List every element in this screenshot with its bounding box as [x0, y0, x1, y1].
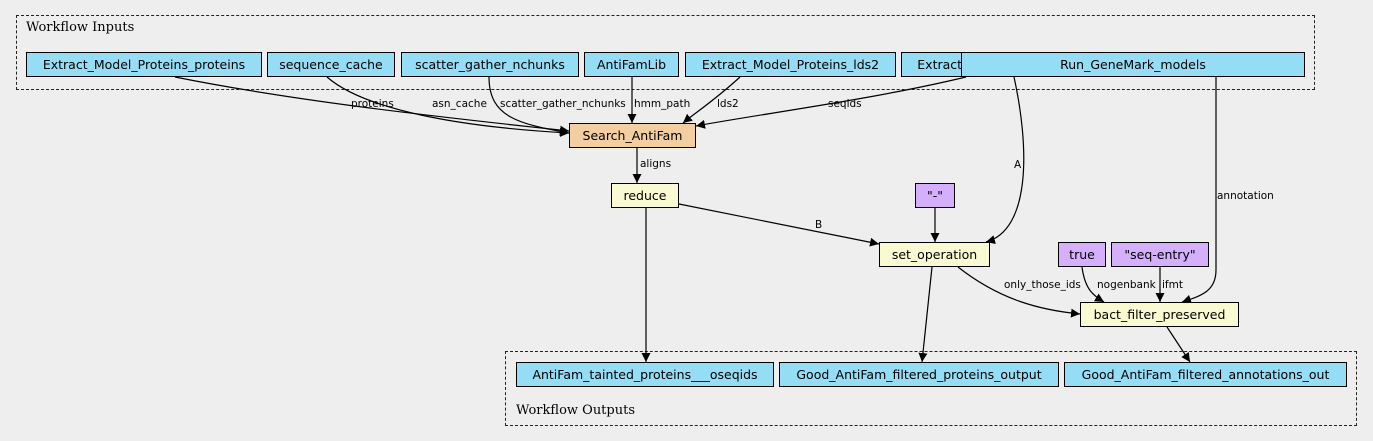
- literal-true[interactable]: true: [1058, 242, 1106, 267]
- input-extract-model-proteins-lds2[interactable]: Extract_Model_Proteins_lds2: [685, 52, 896, 77]
- edge-bact_filter-to-out_good_annotations: [1166, 326, 1191, 363]
- input-run-genemark-models[interactable]: Run_GeneMark_models: [961, 52, 1305, 77]
- input-scatter-gather-nchunks[interactable]: scatter_gather_nchunks: [401, 52, 579, 77]
- workflow-inputs-label: Workflow Inputs: [26, 20, 135, 35]
- edge-in_scatter-to-search_antifam: [488, 76, 570, 136]
- expression-bact-filter-preserved[interactable]: bact_filter_preserved: [1080, 302, 1239, 327]
- edge-label-only_those_ids: only_those_ids: [1004, 279, 1081, 291]
- workflow-outputs-label: Workflow Outputs: [516, 403, 635, 418]
- edge-label-lds2: lds2: [717, 98, 739, 110]
- edge-in_seqids-to-search_antifam: [695, 76, 967, 129]
- edge-in_seqids-to-set_operation: [985, 76, 1025, 244]
- edge-in_sequence_cache-to-search_antifam: [326, 76, 570, 137]
- edge-lit_true-to-bact_filter: [1081, 266, 1105, 303]
- expression-reduce[interactable]: reduce: [611, 183, 679, 208]
- edge-in_proteins-to-search_antifam: [174, 76, 570, 135]
- output-good-antifam-filtered-proteins[interactable]: Good_AntiFam_filtered_proteins_output: [779, 362, 1059, 387]
- edge-reduce-to-set_operation: [678, 203, 880, 247]
- edge-label-A: A: [1014, 159, 1022, 171]
- workflow-inputs-cluster: Workflow Inputs: [16, 15, 1315, 90]
- literal-seq-entry[interactable]: "seq-entry": [1111, 242, 1209, 267]
- edge-set_operation-to-out_good_proteins: [918, 266, 933, 363]
- edge-in_lds2-to-search_antifam: [682, 76, 741, 124]
- edge-label-ifmt: ifmt: [1162, 279, 1183, 291]
- input-extract-model-proteins-proteins[interactable]: Extract_Model_Proteins_proteins: [26, 52, 262, 77]
- edge-label-aligns: aligns: [640, 158, 671, 170]
- edge-label-annotation: annotation: [1217, 190, 1274, 202]
- edge-in_genemark-to-bact_filter: [1181, 77, 1217, 304]
- edge-label-scatter_gather_nchunks: scatter_gather_nchunks: [500, 98, 626, 110]
- edge-label-seqids: seqids: [828, 98, 862, 110]
- edge-set_operation-to-bact_filter: [957, 266, 1081, 318]
- edge-label-B: B: [815, 219, 822, 231]
- edge-label-asn_cache: asn_cache: [432, 98, 487, 110]
- output-good-antifam-filtered-annotations[interactable]: Good_AntiFam_filtered_annotations_out: [1064, 362, 1347, 387]
- expression-set-operation[interactable]: set_operation: [879, 242, 990, 267]
- workflow-outputs-cluster: Workflow Outputs: [505, 351, 1357, 426]
- output-antifam-tainted-proteins-oseqids[interactable]: AntiFam_tainted_proteins___oseqids: [516, 362, 774, 387]
- input-antifamlib[interactable]: AntiFamLib: [584, 52, 679, 77]
- step-search-antifam[interactable]: Search_AntiFam: [569, 123, 696, 148]
- edge-label-hmm_path: hmm_path: [634, 98, 690, 110]
- input-sequence-cache[interactable]: sequence_cache: [267, 52, 395, 77]
- literal-dash[interactable]: "-": [915, 183, 955, 208]
- edge-label-nogenbank: nogenbank: [1097, 279, 1157, 291]
- edge-label-proteins: proteins: [351, 98, 394, 110]
